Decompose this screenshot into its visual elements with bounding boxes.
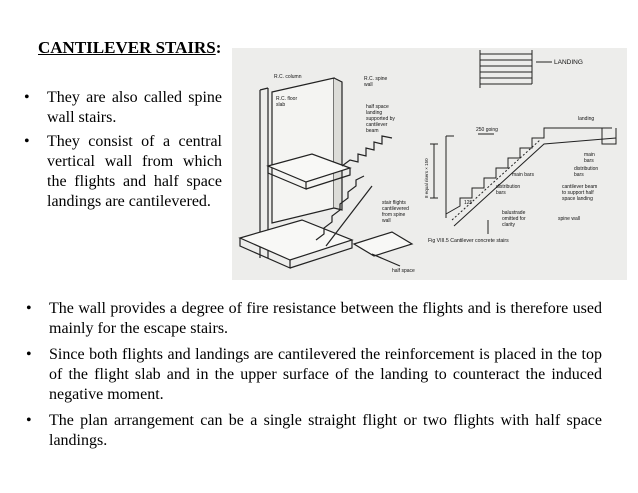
label-main-r1: main — [584, 152, 595, 158]
list-item: • The plan arrangement can be a single st… — [26, 411, 602, 451]
label-rc-column: R.C. column — [274, 74, 302, 80]
section-drawing — [430, 127, 617, 234]
label-half-space-2: landing — [366, 110, 382, 116]
label-rc-floor-2: slab — [276, 102, 285, 108]
bullet-text: They consist of a central vertical wall … — [47, 133, 222, 210]
label-landing-top: LANDING — [554, 59, 583, 66]
label-rc-spine-2: wall — [364, 82, 373, 88]
floor-slab-edge — [239, 238, 353, 269]
upper-landing-edge — [267, 166, 351, 190]
cantilever-stairs-figure: R.C. column R.C. floor slab R.C. spine w… — [232, 48, 627, 280]
spine-wall-edge — [333, 77, 343, 211]
section-steps — [445, 127, 612, 215]
figure-caption: Fig VIII.5 Cantilever concrete stairs — [428, 238, 509, 244]
label-distribution-r1: distribution — [574, 166, 598, 172]
list-item: • They are also called spine wall stairs. — [24, 88, 222, 128]
section-labels: landing 250 going 8 equal risers × 150 m… — [424, 116, 598, 244]
bullet-icon: • — [24, 89, 30, 106]
isometric-labels: R.C. column R.C. floor slab R.C. spine w… — [274, 74, 415, 274]
half-space-leader — [371, 253, 401, 267]
slide-title: CANTILEVER STAIRS: — [38, 38, 221, 58]
riser-dimension — [430, 143, 438, 199]
label-stair-flights-1: stair flights — [382, 200, 406, 206]
bullet-text: The plan arrangement can be a single str… — [49, 412, 602, 449]
plan-treads — [479, 50, 532, 88]
label-stair-flights-4: wall — [382, 218, 391, 224]
list-item: • The wall provides a degree of fire resi… — [26, 299, 602, 339]
label-distribution-1: distribution — [496, 184, 520, 190]
half-space-landing — [352, 231, 414, 257]
bottom-bullet-list: • The wall provides a degree of fire resi… — [26, 299, 602, 457]
bullet-icon: • — [26, 300, 32, 317]
bullet-icon: • — [24, 133, 30, 150]
label-balustrade-2: omitted for — [502, 216, 526, 222]
section-soffit — [453, 137, 617, 227]
label-half-space-3: supported by — [366, 116, 395, 122]
label-distribution-r2: bars — [574, 172, 584, 178]
label-equal-risers: 8 equal risers × 150 — [424, 158, 429, 198]
label-half-space-4: cantilever — [366, 122, 388, 128]
label-stair-flights-3: from spine — [382, 212, 406, 218]
label-rc-spine-1: R.C. spine — [364, 76, 388, 82]
label-balustrade-1: balustrade — [502, 210, 526, 216]
label-main-bars: main bars — [512, 172, 534, 178]
upper-flight — [341, 135, 393, 167]
top-bullet-list: • They are also called spine wall stairs.… — [24, 88, 222, 216]
bullet-text: Since both flights and landings are cant… — [49, 346, 602, 403]
list-item: • They consist of a central vertical wall… — [24, 132, 222, 212]
bullet-text: The wall provides a degree of fire resis… — [49, 300, 602, 337]
bullet-text: They are also called spine wall stairs. — [47, 89, 222, 126]
label-half-space-bottom: half space — [392, 268, 415, 274]
label-balustrade-3: clarity — [502, 222, 516, 228]
label-cantilever-beam-1: cantilever beam — [562, 184, 597, 190]
label-stair-flights-2: cantilevered — [382, 206, 409, 212]
label-half-space-5: beam — [366, 128, 379, 134]
label-cantilever-beam-2: to support half — [562, 190, 594, 196]
label-distribution-2: bars — [496, 190, 506, 196]
bullet-icon: • — [26, 412, 32, 429]
isometric-stair-drawing — [238, 77, 414, 269]
label-rc-floor-1: R.C. floor — [276, 96, 297, 102]
label-dim-125: 125 — [464, 200, 473, 206]
section-landing-end — [601, 128, 617, 145]
section-left-wall — [445, 135, 454, 218]
lower-flight — [315, 175, 365, 241]
landing-plan-sketch — [479, 50, 552, 88]
bullet-icon: • — [26, 346, 32, 363]
slide-title-text: CANTILEVER STAIRS — [38, 38, 216, 57]
list-item: • Since both flights and landings are can… — [26, 345, 602, 405]
slide-title-colon: : — [215, 38, 222, 57]
label-going: 250 going — [476, 127, 498, 133]
lower-flight-soffit — [325, 185, 373, 247]
label-half-space-1: half space — [366, 104, 389, 110]
label-main-r2: bars — [584, 158, 594, 164]
label-spine-wall: spine wall — [558, 216, 580, 222]
label-cantilever-beam-3: space landing — [562, 196, 593, 202]
label-landing: landing — [578, 116, 594, 122]
